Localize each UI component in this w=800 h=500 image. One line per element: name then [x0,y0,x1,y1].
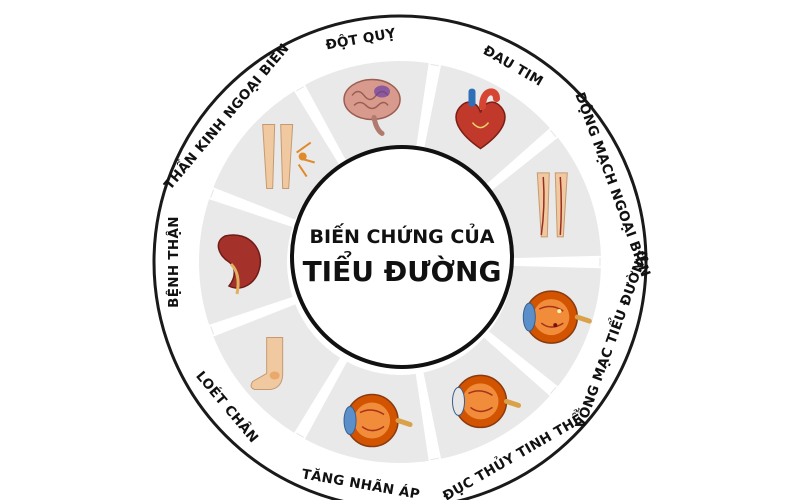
heart-icon [455,88,506,150]
center-circle [290,145,514,369]
kidney-icon [217,234,262,295]
eye-retina-icon [522,290,592,344]
eye-glaucoma-icon [343,393,413,448]
legs-nerve-icon [262,124,315,190]
foot-ulcer-icon [250,336,284,390]
brain-icon [343,78,401,136]
icons-layer [217,78,592,448]
legs-arteries-icon [536,172,568,238]
segment-label-8: BỆNH THẬN [164,216,182,308]
eye-cataract-icon [452,374,521,429]
center-title-line2: TIỂU ĐƯỜNG [303,249,502,288]
center-title-line1: BIẾN CHỨNG CỦA [310,222,495,248]
